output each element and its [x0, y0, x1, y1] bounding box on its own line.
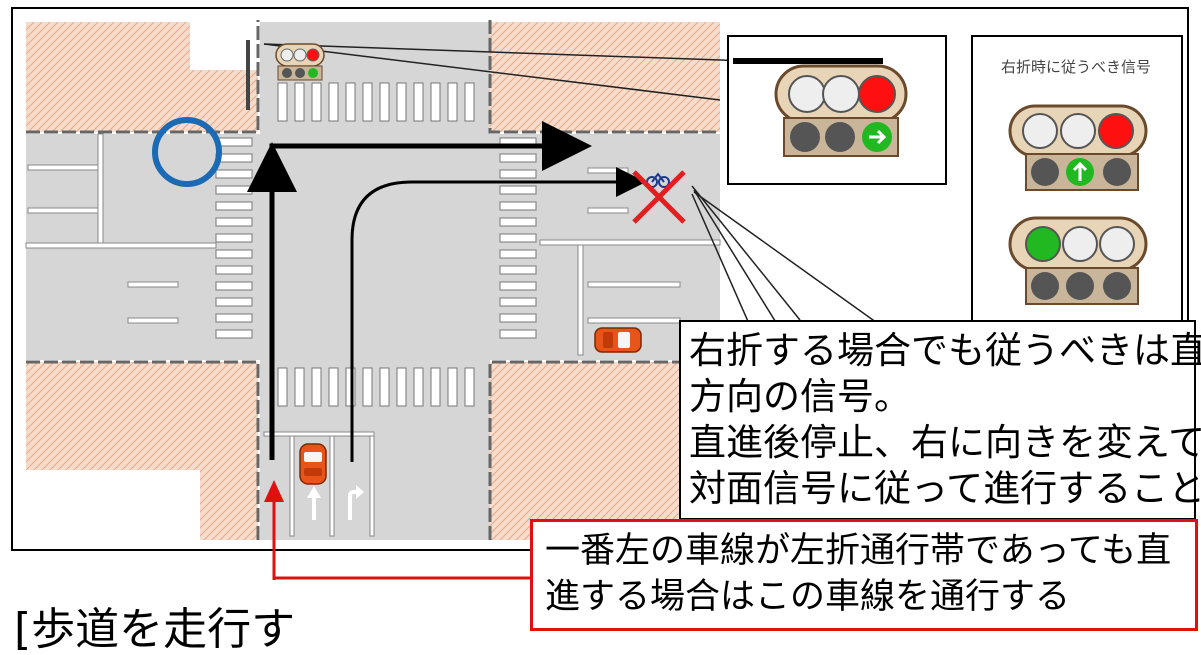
crosswalk-north [277, 82, 475, 122]
crosswalk-east [499, 137, 537, 339]
callout-main-line: 方向の信号。 [689, 375, 911, 418]
lane-markings [25, 133, 721, 537]
callout-main-line: 直進後停止、右に向きを変えて [689, 421, 1201, 464]
car-icon-east [594, 327, 642, 353]
arrow-up-signal-icon [1072, 161, 1088, 181]
curbs [26, 20, 720, 540]
traffic-signal-icon-small [246, 40, 325, 110]
crosswalk-west [215, 137, 253, 339]
lane-arrows [307, 485, 364, 520]
intersection-diagram [11, 7, 1189, 580]
callout-main: 右折する場合でも従うべきは直進 方向の信号。 直進後停止、右に向きを変えて 対面… [679, 320, 1201, 520]
callout-red-line: 進する場合はこの車線を通行する [545, 577, 1071, 617]
reference-signal-arrow [1008, 104, 1148, 191]
reference-panel-title: 右折時に従うべき信号 [1000, 58, 1151, 76]
callout-red-line: 一番左の車線が左折通行帯であっても直 [545, 531, 1172, 571]
traffic-signal-icon-zoom [774, 64, 908, 157]
blue-circle-marker [152, 117, 222, 187]
x-mark-icon [632, 170, 686, 224]
red-arrow-head-icon [264, 480, 284, 502]
reference-signal-green [1008, 216, 1148, 305]
arrow-signal-icon [869, 129, 887, 145]
right-turn-lane-arrow-icon [348, 485, 364, 520]
car-icon-south [299, 443, 327, 485]
callout-main-line: 右折する場合でも従うべきは直進 [689, 329, 1201, 372]
callout-red: 一番左の車線が左折通行帯であっても直 進する場合はこの車線を通行する [530, 519, 1198, 631]
section-heading-partial: [歩道を走行す [14, 604, 296, 655]
sidewalks [26, 22, 720, 540]
straight-lane-arrow-icon [307, 486, 321, 520]
car-right-turn-path [350, 180, 640, 462]
callout-main-line: 対面信号に従って進行すること [689, 467, 1201, 510]
